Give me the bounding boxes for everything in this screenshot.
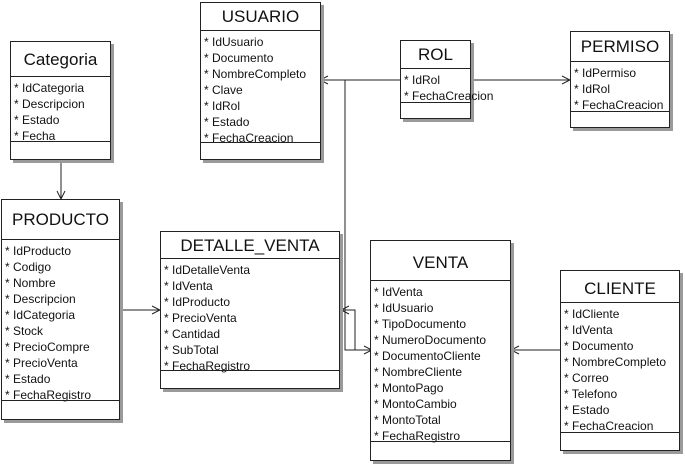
entity-title: PERMISO	[571, 32, 669, 62]
entity-title: USUARIO	[201, 3, 320, 31]
field: * Codigo	[5, 260, 52, 274]
field: * Telefono	[564, 387, 618, 401]
entity-title: CLIENTE	[561, 271, 679, 303]
field: * Correo	[564, 371, 609, 385]
entity-title: DETALLE_VENTA	[161, 232, 339, 259]
entity-categoria[interactable]: Categoria * IdCategoria * Descripcion * …	[10, 41, 111, 160]
entity-rol[interactable]: ROL * IdRol * FechaCreacion	[400, 40, 494, 119]
field: * FechaRegistro	[5, 388, 92, 402]
field: * Documento	[204, 51, 274, 65]
field: * FechaCreacion	[574, 98, 664, 112]
field-list: * IdCliente * IdVenta * Documento * Nomb…	[561, 303, 679, 434]
field-list: * IdPermiso * IdRol * FechaCreacion	[571, 62, 669, 113]
field: * PrecioVenta	[5, 356, 78, 370]
entity-footer	[161, 370, 339, 388]
field: * PrecioCompre	[5, 340, 90, 354]
entity-footer	[561, 432, 679, 450]
entity-title: VENTA	[371, 241, 510, 281]
field: * Estado	[5, 372, 51, 386]
field: * FechaCreacion	[564, 419, 654, 433]
entity-title: Categoria	[11, 42, 110, 77]
field: * IdRol	[204, 99, 241, 113]
field-list: * IdUsuario * Documento * NombreCompleto…	[201, 31, 320, 146]
field: * IdProducto	[5, 244, 72, 258]
field: * IdCategoria	[14, 81, 85, 95]
field: * Nombre	[5, 276, 56, 290]
field: * NombreCompleto	[204, 67, 307, 81]
field: * PrecioVenta	[164, 311, 237, 325]
entity-footer	[571, 111, 669, 127]
entity-footer	[2, 400, 119, 419]
field: * IdCliente	[564, 307, 620, 321]
field: * Estado	[14, 113, 60, 127]
entity-footer	[201, 142, 320, 159]
entity-footer	[371, 441, 510, 460]
field: * NombreCompleto	[564, 355, 667, 369]
field: * IdUsuario	[374, 301, 434, 315]
entity-title: ROL	[401, 41, 470, 69]
field: * IdCategoria	[5, 308, 76, 322]
entity-producto[interactable]: PRODUCTO * IdProducto * Codigo * Nombre …	[1, 199, 120, 420]
field: * IdUsuario	[204, 35, 264, 49]
field: * IdRol	[404, 73, 441, 87]
field: * MontoTotal	[374, 413, 441, 427]
field-list: * IdCategoria * Descripcion * Estado * F…	[11, 77, 110, 144]
field: * Stock	[5, 324, 44, 338]
entity-cliente[interactable]: CLIENTE * IdCliente * IdVenta * Document…	[560, 270, 680, 451]
entity-usuario[interactable]: USUARIO * IdUsuario * Documento * Nombre…	[200, 2, 321, 160]
entity-detalle-venta[interactable]: DETALLE_VENTA * IdDetalleVenta * IdVenta…	[160, 231, 340, 389]
field-list: * IdVenta * IdUsuario * TipoDocumento * …	[371, 281, 510, 444]
field: * Descripcion	[5, 292, 76, 306]
field: * SubTotal	[164, 343, 219, 357]
field-list: * IdRol * FechaCreacion	[401, 69, 494, 104]
field: * MontoCambio	[374, 397, 457, 411]
field: * NumeroDocumento	[374, 333, 487, 347]
field: * Documento	[564, 339, 634, 353]
field: * IdProducto	[164, 295, 231, 309]
field: * IdVenta	[374, 285, 423, 299]
link-venta-usuario-join	[344, 300, 372, 350]
field: * Estado	[204, 115, 250, 129]
field: * FechaCreacion	[404, 89, 494, 103]
field: * IdRol	[574, 82, 611, 96]
entity-permiso[interactable]: PERMISO * IdPermiso * IdRol * FechaCreac…	[570, 31, 670, 128]
field: * Cantidad	[164, 327, 221, 341]
entity-footer	[401, 102, 470, 118]
entity-venta[interactable]: VENTA * IdVenta * IdUsuario * TipoDocume…	[370, 240, 511, 461]
field: * FechaRegistro	[164, 359, 251, 373]
field: * TipoDocumento	[374, 317, 467, 331]
field: * Estado	[564, 403, 610, 417]
field: * IdVenta	[564, 323, 613, 337]
field: * NombreCliente	[374, 365, 463, 379]
field: * Descripcion	[14, 97, 85, 111]
field: * MontoPago	[374, 381, 444, 395]
field-list: * IdProducto * Codigo * Nombre * Descrip…	[2, 240, 119, 403]
field: * Clave	[204, 83, 243, 97]
field: * IdDetalleVenta	[164, 263, 251, 277]
entity-title: PRODUCTO	[2, 200, 119, 240]
field: * IdVenta	[164, 279, 213, 293]
field: * Fecha	[14, 129, 56, 143]
field: * DocumentoCliente	[374, 349, 481, 363]
field-list: * IdDetalleVenta * IdVenta * IdProducto …	[161, 259, 339, 374]
field: * FechaRegistro	[374, 429, 461, 443]
entity-footer	[11, 141, 110, 159]
field: * FechaCreacion	[204, 131, 294, 145]
field: * IdPermiso	[574, 66, 637, 80]
